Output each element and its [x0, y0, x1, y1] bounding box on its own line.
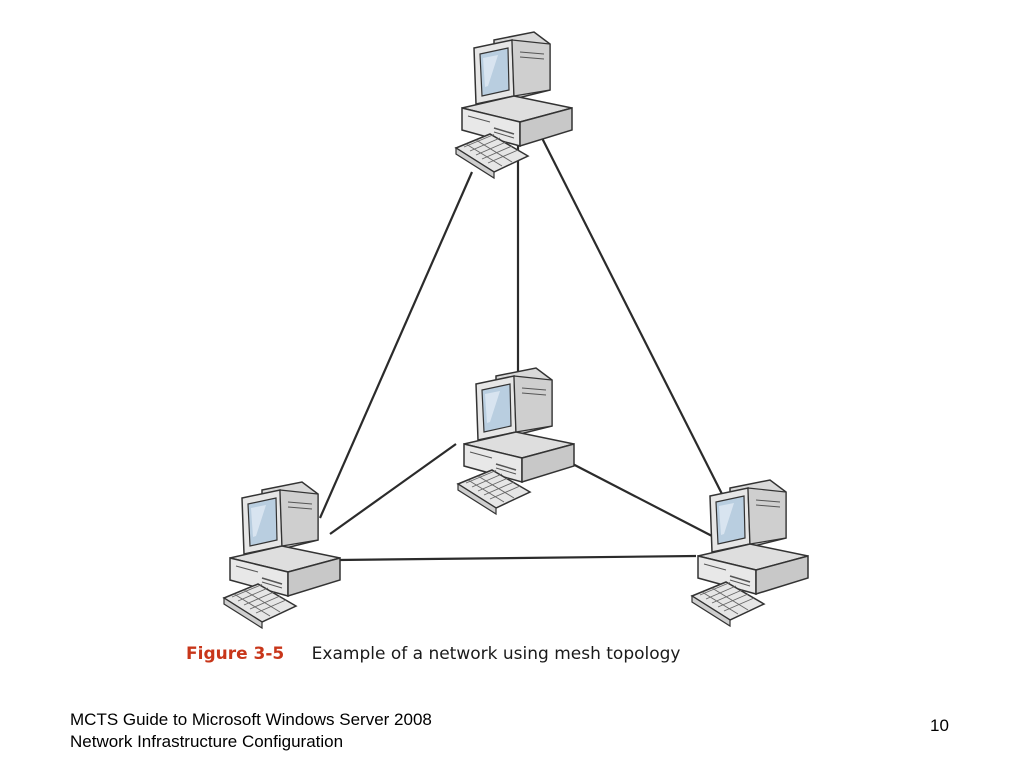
mesh-topology-diagram [223, 31, 809, 629]
footer-title: MCTS Guide to Microsoft Windows Server 2… [70, 709, 432, 753]
network-nodes [223, 31, 809, 629]
workstation-bottom-right-icon [691, 479, 809, 627]
link-center-bottom-right [564, 459, 713, 537]
figure-label: Figure 3-5 [186, 644, 285, 664]
link-top-bottom-right [541, 137, 723, 495]
workstation-center-icon [457, 367, 575, 515]
footer-line-1: MCTS Guide to Microsoft Windows Server 2… [70, 710, 432, 729]
link-bottom-left-bottom-right [337, 554, 697, 562]
link-center-bottom-left [329, 443, 457, 535]
workstation-bottom-left-icon [223, 481, 341, 629]
network-links [318, 137, 723, 562]
figure-caption-text: Example of a network using mesh topology [311, 644, 681, 664]
footer-line-2: Network Infrastructure Configuration [70, 732, 344, 751]
link-top-bottom-left [318, 171, 474, 519]
slide-number: 10 [930, 716, 949, 735]
workstation-top-icon [455, 31, 573, 179]
figure-caption: Figure 3-5 Example of a network using me… [186, 644, 681, 664]
